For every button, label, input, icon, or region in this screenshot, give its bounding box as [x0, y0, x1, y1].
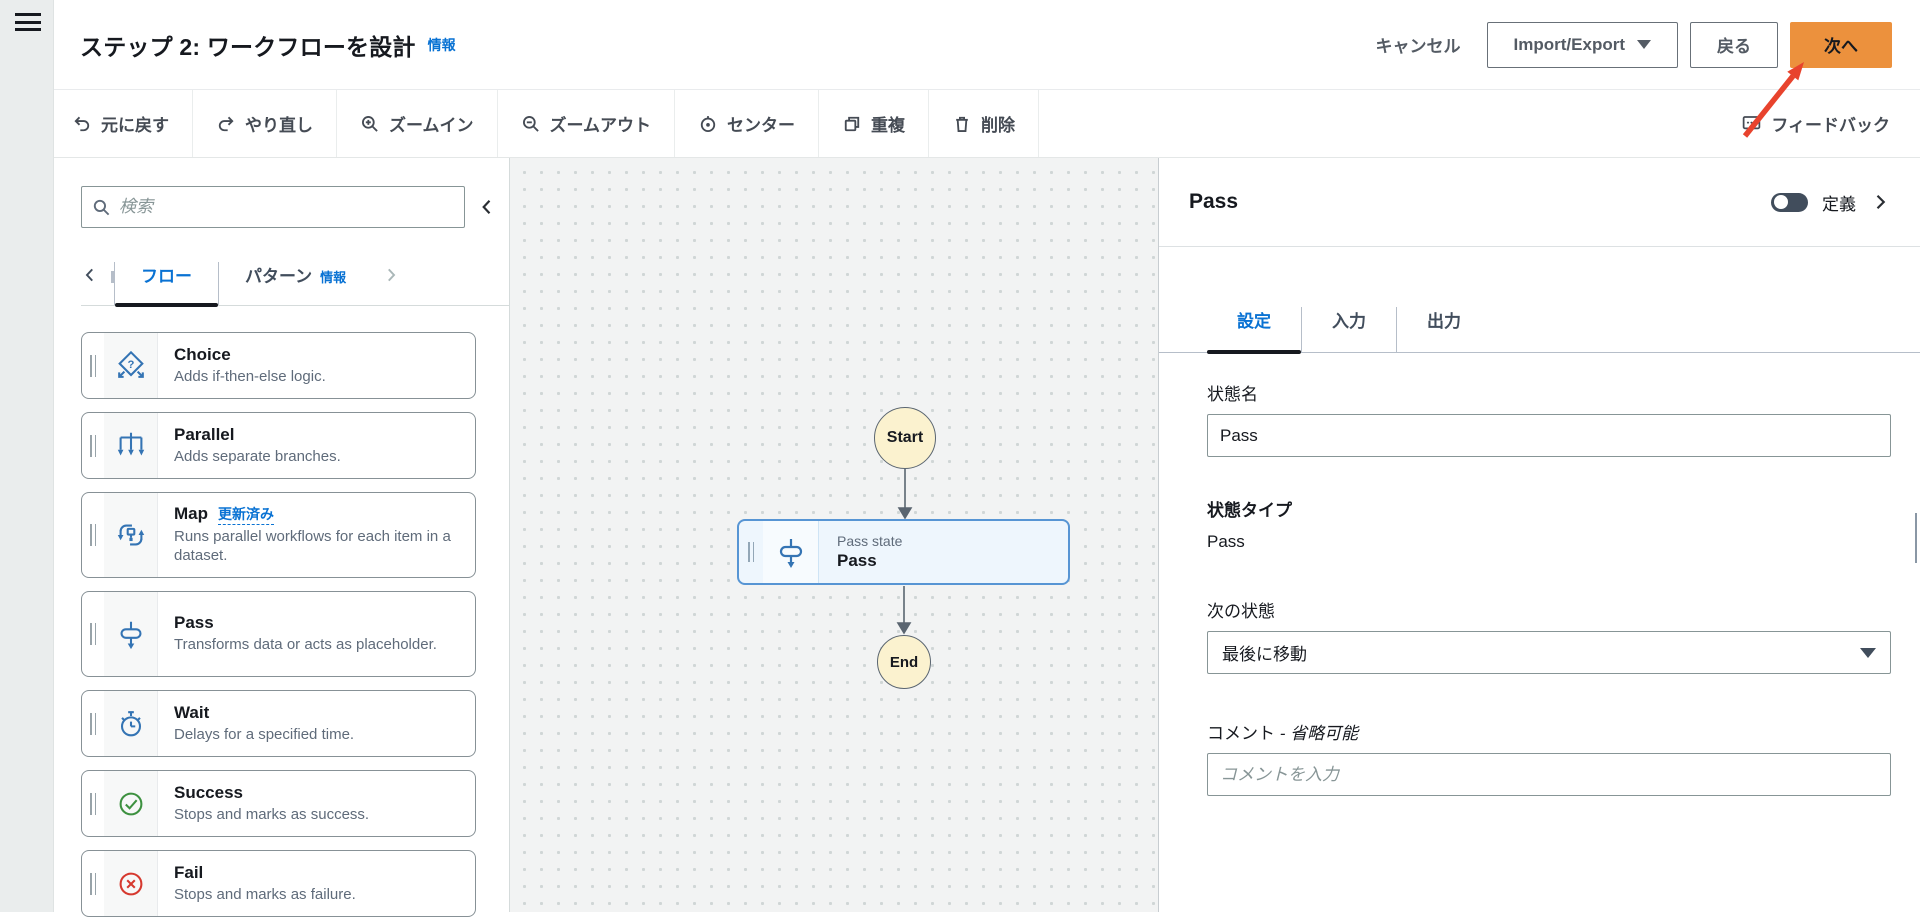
- page-header: ステップ 2: ワークフローを設計 情報 キャンセル Import/Export…: [54, 0, 1920, 90]
- state-name-label: 状態名: [1207, 385, 1258, 404]
- map-icon: [117, 524, 144, 546]
- search-input[interactable]: [119, 197, 454, 217]
- end-node[interactable]: End: [877, 635, 931, 689]
- choice-icon: ?: [117, 350, 144, 378]
- tab-output[interactable]: 出力: [1396, 307, 1491, 352]
- chevron-down-icon: [1860, 647, 1876, 658]
- next-state-select[interactable]: 最後に移動: [1207, 631, 1891, 674]
- tab-input[interactable]: 入力: [1301, 307, 1396, 352]
- drag-handle[interactable]: [90, 623, 96, 645]
- cancel-button[interactable]: キャンセル: [1375, 37, 1461, 56]
- drag-handle[interactable]: [90, 524, 96, 546]
- pattern-info-link[interactable]: 情報: [320, 270, 347, 285]
- panel-resize-handle[interactable]: [1914, 513, 1920, 563]
- zoom-in-icon: [362, 115, 378, 132]
- definition-toggle-label: 定義: [1822, 194, 1856, 214]
- state-item-parallel[interactable]: Parallel Adds separate branches.: [81, 412, 476, 479]
- settings-form: 状態名 状態タイプ Pass 次の状態 最後に移動 コメント - 省略可能: [1159, 353, 1920, 796]
- app-navigation-strip: [0, 0, 54, 912]
- import-export-label: Import/Export: [1513, 34, 1625, 54]
- redo-button[interactable]: やり直し: [193, 90, 337, 157]
- sidebar-tabs: フロー パターン 情報: [81, 248, 510, 307]
- wait-icon: [120, 710, 141, 736]
- pass-icon: [120, 621, 141, 650]
- tab-pattern[interactable]: パターン 情報: [218, 262, 372, 305]
- drag-handle[interactable]: [90, 434, 96, 457]
- next-button[interactable]: 次へ: [1790, 21, 1892, 68]
- tab-flow[interactable]: フロー: [114, 262, 218, 307]
- zoom-out-icon: [522, 115, 539, 132]
- drag-handle[interactable]: [748, 542, 754, 562]
- map-updated-badge[interactable]: 更新済み: [218, 504, 274, 526]
- drag-handle[interactable]: [90, 712, 96, 735]
- properties-panel: Pass 定義 設定 入力 出力 状態名 状態タイプ Pass: [1158, 158, 1920, 912]
- search-input-wrapper: [81, 186, 465, 228]
- state-type-label: 状態タイプ: [1207, 501, 1292, 520]
- states-sidebar: フロー パターン 情報 ?: [54, 158, 510, 917]
- drag-handle[interactable]: [90, 872, 96, 895]
- title-info-link[interactable]: 情報: [427, 36, 456, 53]
- state-item-success[interactable]: Success Stops and marks as success.: [81, 770, 476, 837]
- duplicate-icon: [844, 116, 860, 131]
- drag-handle[interactable]: [90, 792, 96, 815]
- tabs-scroll-right-icon[interactable]: [372, 266, 400, 305]
- feedback-button[interactable]: フィードバック: [1718, 90, 1920, 157]
- svg-text:?: ?: [127, 358, 134, 370]
- panel-title: Pass: [1189, 190, 1239, 213]
- state-item-map[interactable]: Map 更新済み Runs parallel workflows for eac…: [81, 492, 476, 578]
- redo-icon: [218, 116, 234, 131]
- workflow-canvas[interactable]: Start Pass state Pass End: [510, 158, 1158, 912]
- state-type-value: Pass: [1207, 532, 1245, 551]
- expand-panel-icon[interactable]: [1870, 192, 1890, 212]
- tabs-scroll-left-icon[interactable]: [81, 266, 109, 305]
- panel-tabs: 設定 入力 出力: [1159, 247, 1920, 354]
- back-label: 戻る: [1717, 37, 1751, 56]
- next-label: 次へ: [1824, 37, 1858, 56]
- fail-icon: [119, 872, 142, 895]
- state-item-wait[interactable]: Wait Delays for a specified time.: [81, 690, 476, 757]
- next-state-label: 次の状態: [1207, 602, 1275, 621]
- success-icon: [119, 792, 142, 815]
- state-list: ? Choice Adds if-then-else logic.: [81, 332, 476, 917]
- undo-button[interactable]: 元に戻す: [54, 90, 193, 157]
- pass-state-node[interactable]: Pass state Pass: [737, 519, 1070, 585]
- state-name-input[interactable]: [1207, 414, 1891, 457]
- parallel-icon: [117, 432, 144, 455]
- chevron-down-icon: [1637, 40, 1651, 49]
- drag-handle[interactable]: [90, 354, 96, 377]
- comment-label: コメント - 省略可能: [1207, 724, 1359, 743]
- zoom-in-button[interactable]: ズームイン: [337, 90, 498, 157]
- delete-button[interactable]: 削除: [929, 90, 1039, 157]
- center-button[interactable]: センター: [675, 90, 819, 157]
- truncated-tab: [111, 271, 114, 283]
- back-button[interactable]: 戻る: [1690, 21, 1778, 68]
- header-actions: キャンセル Import/Export 戻る 次へ: [1362, 21, 1892, 68]
- feedback-icon: [1743, 116, 1761, 134]
- undo-icon: [74, 116, 90, 131]
- state-item-pass[interactable]: Pass Transforms data or acts as placehol…: [81, 591, 476, 677]
- start-node[interactable]: Start: [874, 407, 936, 469]
- pass-icon: [779, 539, 802, 568]
- collapse-sidebar-icon[interactable]: [477, 197, 497, 217]
- import-export-button[interactable]: Import/Export: [1486, 21, 1678, 68]
- state-item-choice[interactable]: ? Choice Adds if-then-else logic.: [81, 332, 476, 399]
- trash-icon: [956, 116, 968, 132]
- state-item-fail[interactable]: Fail Stops and marks as failure.: [81, 850, 476, 917]
- page-title: ステップ 2: ワークフローを設計: [80, 33, 416, 60]
- canvas-toolbar: 元に戻す やり直し ズームイン ズームアウト センター 重複 削除 フィードバ: [54, 90, 1920, 158]
- zoom-out-button[interactable]: ズームアウト: [497, 90, 675, 157]
- definition-toggle[interactable]: [1771, 192, 1808, 212]
- optional-suffix: - 省略可能: [1275, 724, 1359, 743]
- panel-header: Pass 定義: [1159, 158, 1920, 247]
- menu-icon[interactable]: [15, 13, 41, 33]
- search-icon: [93, 199, 110, 215]
- comment-input[interactable]: [1207, 753, 1891, 796]
- tab-settings[interactable]: 設定: [1207, 307, 1301, 354]
- center-icon: [700, 115, 716, 132]
- duplicate-button[interactable]: 重複: [819, 90, 929, 157]
